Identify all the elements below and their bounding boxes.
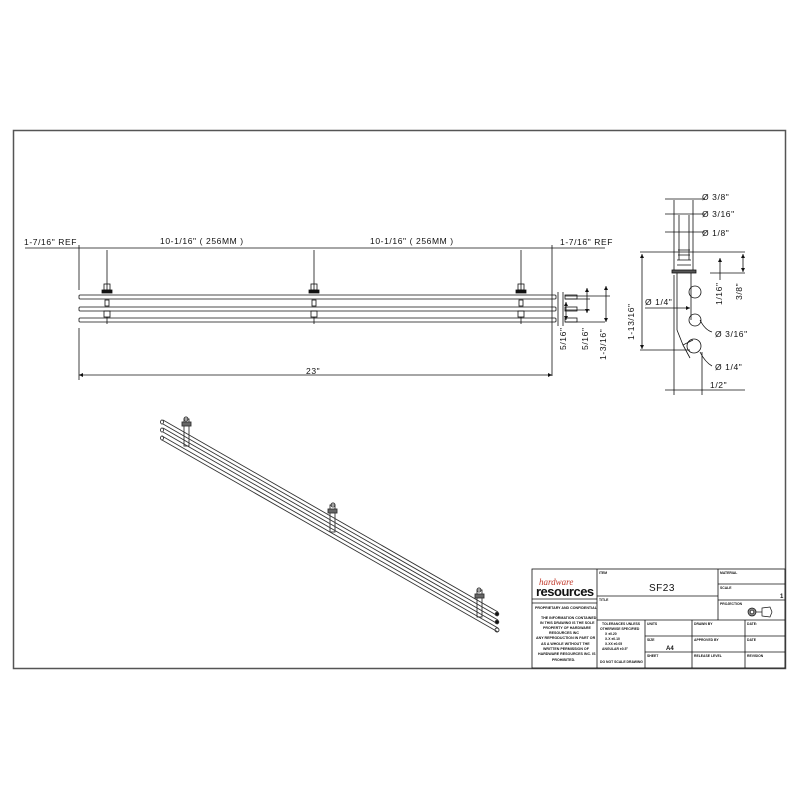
- front-view-dimensions: 1-7/16" REF 10-1/16" ( 256MM ) 10-1/16" …: [24, 236, 613, 376]
- drawing-border: [12, 129, 787, 670]
- svg-text:5/16": 5/16": [580, 327, 590, 350]
- iso-post-left: [181, 416, 192, 447]
- front-view: [25, 245, 610, 380]
- post-center: [308, 250, 320, 324]
- svg-text:3/8": 3/8": [734, 283, 744, 300]
- svg-text:A4: A4: [666, 646, 674, 652]
- svg-text:10-1/16" ( 256MM ): 10-1/16" ( 256MM ): [160, 236, 244, 246]
- svg-text:1/2": 1/2": [710, 380, 727, 390]
- svg-text:Ø 1/4": Ø 1/4": [715, 362, 742, 372]
- svg-text:UNITS: UNITS: [647, 622, 658, 626]
- post-right: [515, 250, 527, 324]
- svg-text:5/16": 5/16": [558, 327, 568, 350]
- svg-text:1-13/16": 1-13/16": [626, 303, 636, 340]
- svg-text:IN THIS DRAWING IS THE SOLE: IN THIS DRAWING IS THE SOLE: [540, 621, 595, 625]
- svg-text:X.XX ±0.05: X.XX ±0.05: [605, 642, 622, 646]
- svg-text:RESOURCES INC: RESOURCES INC: [549, 631, 579, 635]
- svg-text:ANGULAR ±0.5°: ANGULAR ±0.5°: [602, 647, 628, 651]
- svg-text:SIZE: SIZE: [647, 638, 655, 642]
- svg-text:HARDWARE RESOURCES INC. IS: HARDWARE RESOURCES INC. IS: [538, 652, 596, 656]
- svg-text:DATE: DATE: [747, 638, 757, 642]
- svg-text:PROPRIETARY AND CONFIDENTIAL: PROPRIETARY AND CONFIDENTIAL: [535, 606, 598, 610]
- item-number: SF23: [649, 583, 675, 594]
- svg-text:Ø 3/16": Ø 3/16": [715, 329, 748, 339]
- svg-text:SHEET: SHEET: [647, 654, 659, 658]
- svg-text:DO NOT SCALE DRAWING: DO NOT SCALE DRAWING: [600, 660, 643, 664]
- svg-text:1-3/16": 1-3/16": [598, 329, 608, 360]
- isometric-view: [160, 416, 500, 633]
- svg-text:hardware: hardware: [539, 577, 573, 587]
- svg-text:TOLERANCES UNLESS: TOLERANCES UNLESS: [602, 622, 641, 626]
- svg-text:1-7/16" REF: 1-7/16" REF: [560, 237, 613, 247]
- iso-post-right: [474, 587, 485, 618]
- svg-text:WRITTEN PERMISSION OF: WRITTEN PERMISSION OF: [543, 647, 590, 651]
- svg-text:1/16": 1/16": [714, 282, 724, 305]
- svg-text:Ø 1/8": Ø 1/8": [702, 228, 729, 238]
- svg-text:Ø 1/4": Ø 1/4": [645, 297, 672, 307]
- side-view-dimensions: Ø 3/8" Ø 3/16" Ø 1/8" 1-13/16" 1/16" 3/8…: [626, 192, 748, 390]
- svg-text:DRAWN BY: DRAWN BY: [694, 622, 713, 626]
- proprietary-notice: PROPRIETARY AND CONFIDENTIAL THE INFORMA…: [535, 606, 598, 662]
- title-block: [531, 568, 786, 669]
- svg-text:Ø 3/8": Ø 3/8": [702, 192, 729, 202]
- svg-text:MATERIAL: MATERIAL: [720, 571, 737, 575]
- svg-text:APPROVED BY: APPROVED BY: [694, 638, 719, 642]
- svg-text:PROPERTY OF HARDWARE: PROPERTY OF HARDWARE: [543, 626, 591, 630]
- svg-text:TITLE: TITLE: [599, 598, 609, 602]
- svg-text:DATE:: DATE:: [747, 622, 757, 626]
- title-block-fields: ITEM SF23 TITLE MATERIAL SCALE 1 PROJECT…: [599, 571, 784, 664]
- svg-text:Ø 3/16": Ø 3/16": [702, 209, 735, 219]
- iso-post-center: [327, 502, 338, 533]
- svg-text:1-7/16" REF: 1-7/16" REF: [24, 237, 77, 247]
- projection-symbol-icon: [747, 606, 773, 618]
- svg-text:THE INFORMATION CONTAINED: THE INFORMATION CONTAINED: [541, 616, 597, 620]
- svg-text:ITEM: ITEM: [599, 571, 607, 575]
- svg-text:X.X ±0.10: X.X ±0.10: [605, 637, 620, 641]
- svg-text:RELEASE LEVEL: RELEASE LEVEL: [694, 654, 722, 658]
- svg-text:23": 23": [306, 366, 320, 376]
- svg-text:ANY REPRODUCTION IN PART OR: ANY REPRODUCTION IN PART OR: [536, 636, 596, 640]
- svg-text:X ±0.20: X ±0.20: [605, 632, 617, 636]
- svg-text:PROHIBITED.: PROHIBITED.: [552, 658, 575, 662]
- svg-text:1: 1: [780, 594, 784, 600]
- company-logo: hardware resources: [536, 577, 594, 599]
- svg-text:PROJECTION: PROJECTION: [720, 602, 743, 606]
- svg-text:SCALE: SCALE: [720, 586, 732, 590]
- svg-text:REVISION: REVISION: [747, 654, 764, 658]
- svg-text:resources: resources: [536, 584, 594, 599]
- post-left: [101, 250, 113, 324]
- svg-text:AS A WHOLE WITHOUT THE: AS A WHOLE WITHOUT THE: [541, 642, 590, 646]
- side-view: [640, 198, 745, 395]
- svg-text:10-1/16" ( 256MM ): 10-1/16" ( 256MM ): [370, 236, 454, 246]
- svg-text:OTHERWISE SPECIFIED: OTHERWISE SPECIFIED: [600, 627, 640, 631]
